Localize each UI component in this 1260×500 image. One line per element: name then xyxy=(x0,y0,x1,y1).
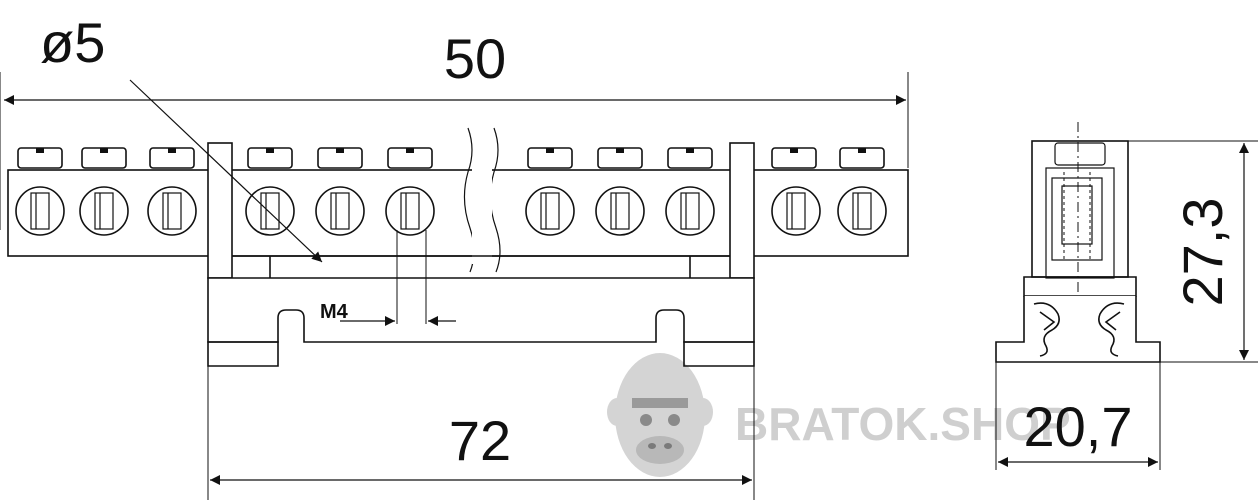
side-view-dimensions xyxy=(995,140,1258,470)
length-bottom-label: 72 xyxy=(449,409,511,472)
terminal-hole xyxy=(315,186,365,236)
terminal-hole xyxy=(15,186,65,236)
height-side-label: 27,3 xyxy=(1171,198,1234,307)
front-view-dimensions xyxy=(4,72,909,500)
terminal-hole xyxy=(525,186,575,236)
terminal-hole xyxy=(837,186,887,236)
terminal-holes xyxy=(15,186,887,236)
length-top-label: 50 xyxy=(444,27,506,90)
watermark: BRATOK.SHOP xyxy=(607,353,1071,477)
terminal-hole xyxy=(385,186,435,236)
diameter-leader xyxy=(129,79,323,263)
watermark-text: BRATOK.SHOP xyxy=(735,398,1071,450)
insulator-post-left xyxy=(207,142,233,279)
break-lines xyxy=(463,127,501,273)
terminal-hole xyxy=(595,186,645,236)
busbar-side-view xyxy=(995,122,1161,363)
width-side-label: 20,7 xyxy=(1024,395,1133,458)
terminal-hole xyxy=(771,186,821,236)
terminal-hole xyxy=(147,186,197,236)
terminal-hole xyxy=(665,186,715,236)
busbar-body xyxy=(7,169,909,257)
screw-heads xyxy=(17,147,885,169)
busbar-front-view xyxy=(0,72,909,367)
thread-label: M4 xyxy=(320,301,349,323)
din-rail xyxy=(207,255,755,367)
terminal-hole xyxy=(245,186,295,236)
insulator-post-right xyxy=(729,142,755,279)
gorilla-face-icon xyxy=(607,353,713,477)
diameter-label: ø5 xyxy=(40,11,105,74)
terminal-hole xyxy=(79,186,129,236)
